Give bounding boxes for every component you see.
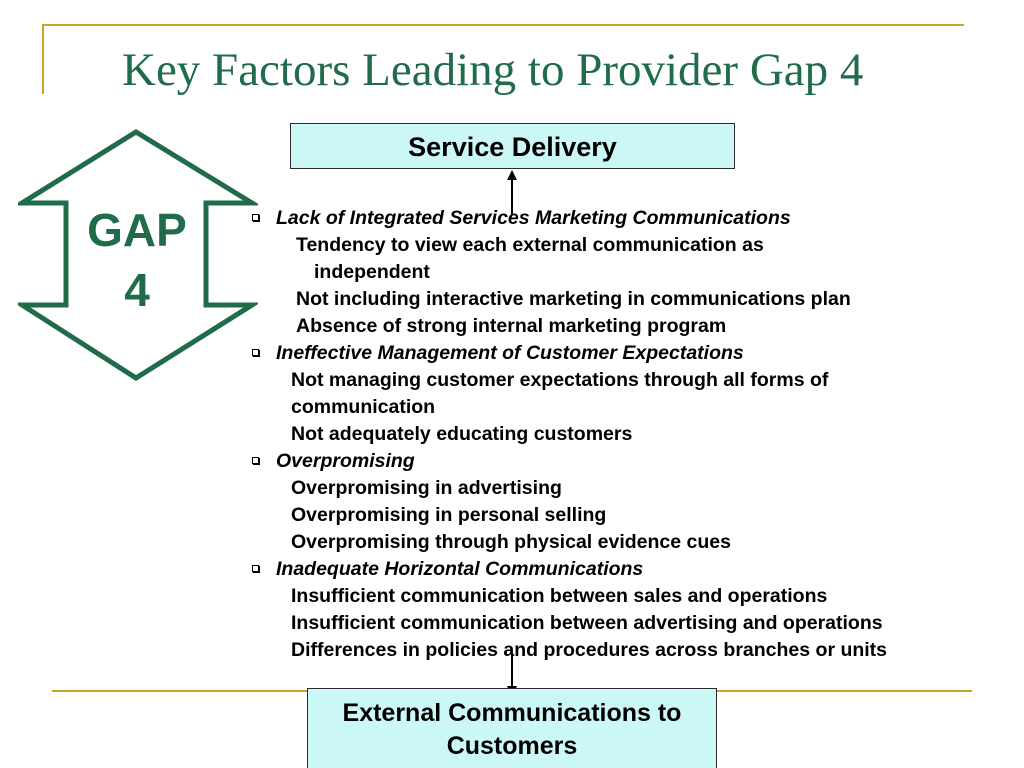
factor-group: Lack of Integrated Services Marketing Co… [250, 205, 1020, 340]
gap-label-word: GAP [87, 204, 187, 256]
factor-item: Differences in policies and procedures a… [291, 639, 888, 661]
square-bullet-icon [252, 565, 259, 572]
square-bullet-icon [252, 214, 259, 221]
factor-group: Overpromising Overpromising in advertisi… [250, 448, 1020, 556]
factor-list: Lack of Integrated Services Marketing Co… [250, 205, 1020, 664]
factor-item: Overpromising in personal selling [291, 504, 607, 526]
external-communications-line1: External Communications to [342, 699, 682, 727]
factor-item: Overpromising through physical evidence … [291, 531, 731, 553]
factor-heading: Ineffective Management of Customer Expec… [250, 340, 1020, 367]
factor-item: Not managing customer expectations throu… [291, 369, 829, 418]
factor-item: Insufficient communication between sales… [291, 585, 828, 607]
factor-group: Inadequate Horizontal Communications Ins… [250, 556, 1020, 664]
service-delivery-box: Service Delivery [290, 123, 735, 169]
top-rule [42, 24, 964, 26]
factor-item: Overpromising in advertising [291, 477, 562, 499]
factor-item: Insufficient communication between adver… [291, 612, 883, 634]
factor-item: Tendency to view each external communica… [296, 234, 764, 283]
square-bullet-icon [252, 349, 259, 356]
left-rule [42, 24, 44, 94]
arrowhead-up [507, 170, 517, 180]
factor-item: Absence of strong internal marketing pro… [296, 315, 727, 337]
gap-label: GAP 4 [62, 200, 212, 320]
factor-item: Not including interactive marketing in c… [296, 288, 851, 310]
external-communications-line2: Customers [446, 732, 578, 760]
slide-title: Key Factors Leading to Provider Gap 4 [122, 44, 864, 96]
gap-label-number: 4 [124, 264, 150, 316]
factor-heading: Overpromising [250, 448, 1020, 475]
factor-group: Ineffective Management of Customer Expec… [250, 340, 1020, 448]
square-bullet-icon [252, 457, 259, 464]
external-communications-box: External Communications to Customers [307, 688, 717, 768]
double-headed-vertical-arrow-icon [18, 129, 258, 381]
factor-heading: Lack of Integrated Services Marketing Co… [250, 205, 1020, 232]
factor-item: Not adequately educating customers [291, 423, 633, 445]
factor-heading: Inadequate Horizontal Communications [250, 556, 1020, 583]
